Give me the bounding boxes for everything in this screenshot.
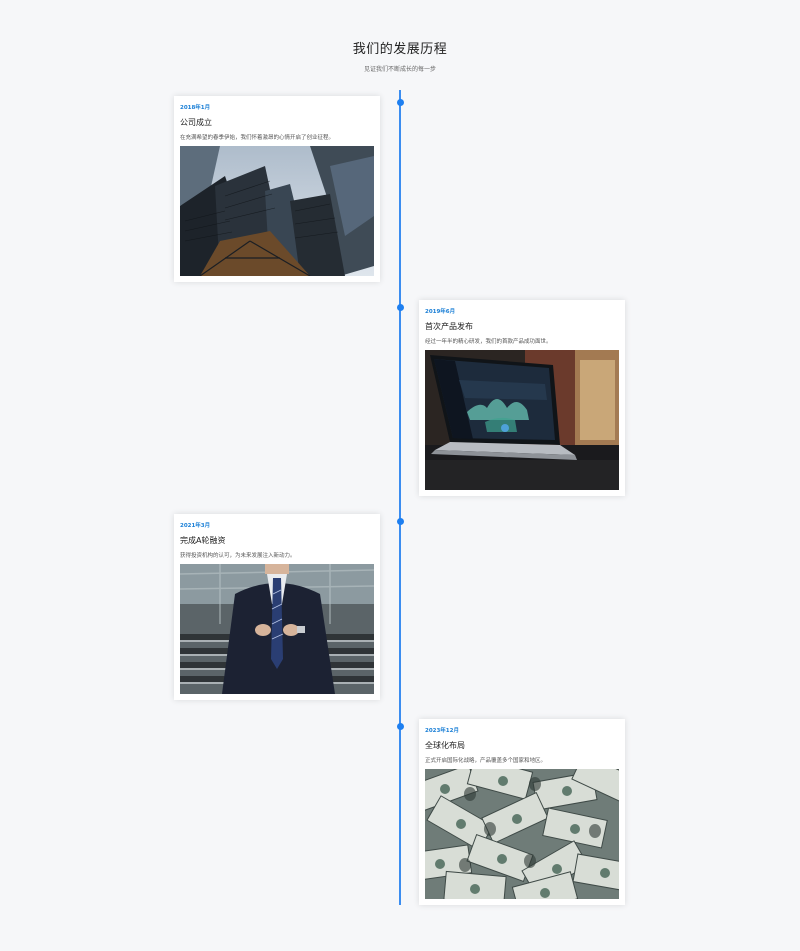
event-date: 2021年3月	[180, 523, 211, 529]
businessman-suit-photo	[180, 564, 374, 694]
dollar-bills-photo	[425, 769, 619, 899]
timeline-card: 2018年1月 公司成立 在充满希望的春季伊始，我们怀着激昂的心情开启了创业征程…	[174, 96, 380, 282]
event-title: 完成A轮融资	[180, 536, 226, 545]
event-description: 经过一年半的精心研发，我们的首款产品成功面世。	[425, 339, 552, 345]
page-subtitle: 见证我们不断成长的每一步	[363, 66, 436, 73]
event-description: 正式开启国际化战略，产品覆盖多个国家和地区。	[425, 758, 547, 764]
timeline-card: 2023年12月 全球化布局 正式开启国际化战略，产品覆盖多个国家和地区。	[419, 719, 625, 905]
timeline-dot	[396, 518, 404, 525]
skyscrapers-photo	[180, 146, 374, 276]
event-title: 公司成立	[180, 118, 212, 127]
event-date: 2018年1月	[180, 105, 211, 111]
timeline-dot	[396, 723, 404, 730]
timeline-dot	[396, 99, 404, 106]
timeline-line	[399, 90, 401, 905]
page-title: 我们的发展历程	[352, 42, 448, 57]
timeline-card: 2019年6月 首次产品发布 经过一年半的精心研发，我们的首款产品成功面世。	[419, 300, 625, 496]
laptop-dashboard-photo	[425, 350, 619, 490]
timeline-card: 2021年3月 完成A轮融资 获得投资机构的认可，为未来发展注入新动力。	[174, 514, 380, 700]
page-header: 我们的发展历程 见证我们不断成长的每一步	[0, 38, 800, 73]
event-description: 获得投资机构的认可，为未来发展注入新动力。	[180, 553, 296, 559]
event-date: 2023年12月	[425, 728, 459, 734]
event-title: 全球化布局	[425, 741, 465, 750]
event-date: 2019年6月	[425, 309, 456, 315]
timeline-dot	[396, 304, 404, 311]
event-title: 首次产品发布	[425, 322, 473, 331]
event-description: 在充满希望的春季伊始，我们怀着激昂的心情开启了创业征程。	[180, 135, 335, 141]
